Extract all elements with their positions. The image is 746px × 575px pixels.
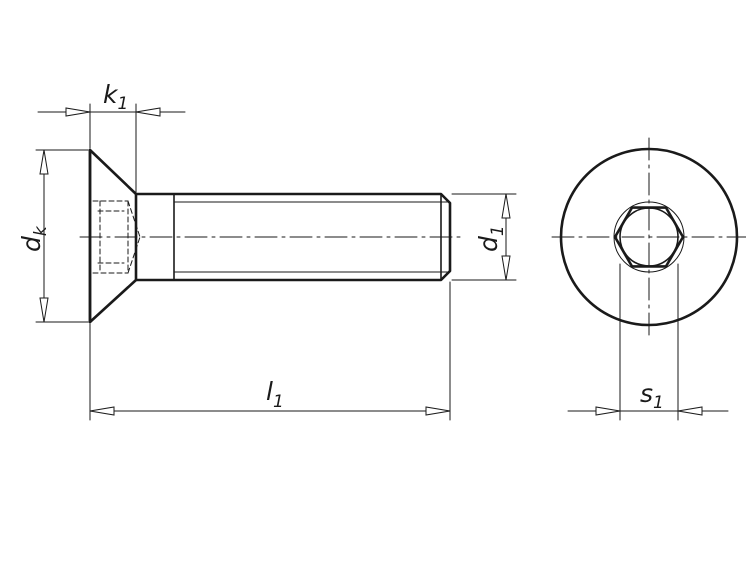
k1-arrow-left: [65, 107, 91, 117]
s1-dimension: [567, 263, 729, 421]
s1-arrow-right: [677, 406, 703, 416]
dk-label: dk: [17, 225, 51, 252]
head-outline: [88, 148, 138, 324]
d1-label: d1: [474, 225, 508, 252]
k1-label: k1: [103, 80, 128, 114]
dk-arrow-top: [39, 149, 49, 175]
dimension-lines: [35, 103, 517, 421]
s1-arrow-left: [595, 406, 621, 416]
side-view: [79, 148, 463, 324]
dk-arrow-bottom: [39, 297, 49, 323]
l1-arrow-left: [89, 406, 115, 416]
d1-arrow-top: [501, 193, 511, 219]
d1-arrow-bottom: [501, 255, 511, 281]
d1-label-group: d1: [474, 225, 508, 252]
dk-label-group: dk: [17, 225, 51, 252]
l1-label: l1: [266, 377, 284, 412]
k1-arrow-right: [135, 107, 161, 117]
l1-arrow-right: [425, 406, 451, 416]
s1-label: s1: [640, 379, 664, 413]
end-view: [551, 137, 746, 337]
